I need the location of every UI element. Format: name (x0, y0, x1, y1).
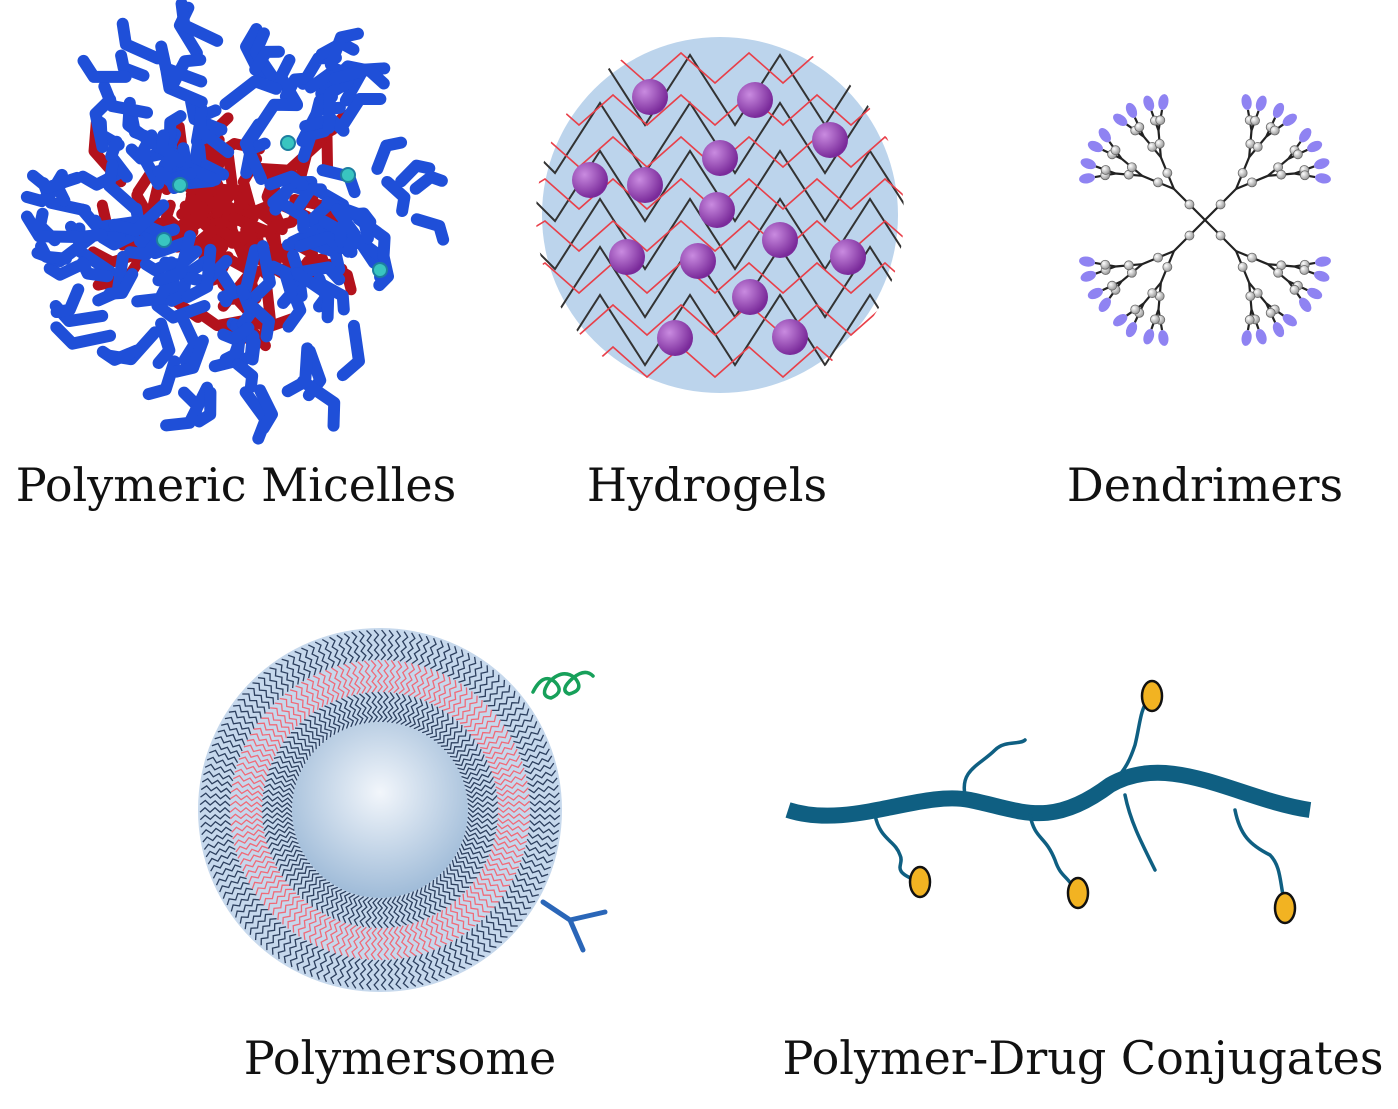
polymersome-icon (198, 628, 608, 992)
hydrogel-icon (536, 37, 904, 393)
polymer-drug-conjugate-icon (785, 679, 1312, 925)
polymeric-micelle-icon (20, 0, 450, 445)
label-dendrimers: Dendrimers (1066, 458, 1344, 512)
panel-dendrimers (1025, 40, 1385, 400)
panel-polymer-drug-conjugates (780, 670, 1320, 940)
panel-polymersome (195, 620, 615, 1000)
panel-polymeric-micelles (20, 0, 450, 445)
dendrimer-icon (1079, 94, 1331, 346)
panel-hydrogels (535, 35, 905, 395)
label-polymersome: Polymersome (243, 1031, 557, 1085)
label-polymer-drug-conjugates: Polymer-Drug Conjugates (782, 1031, 1384, 1085)
label-hydrogels: Hydrogels (586, 458, 828, 512)
label-polymeric-micelles: Polymeric Micelles (15, 458, 457, 512)
